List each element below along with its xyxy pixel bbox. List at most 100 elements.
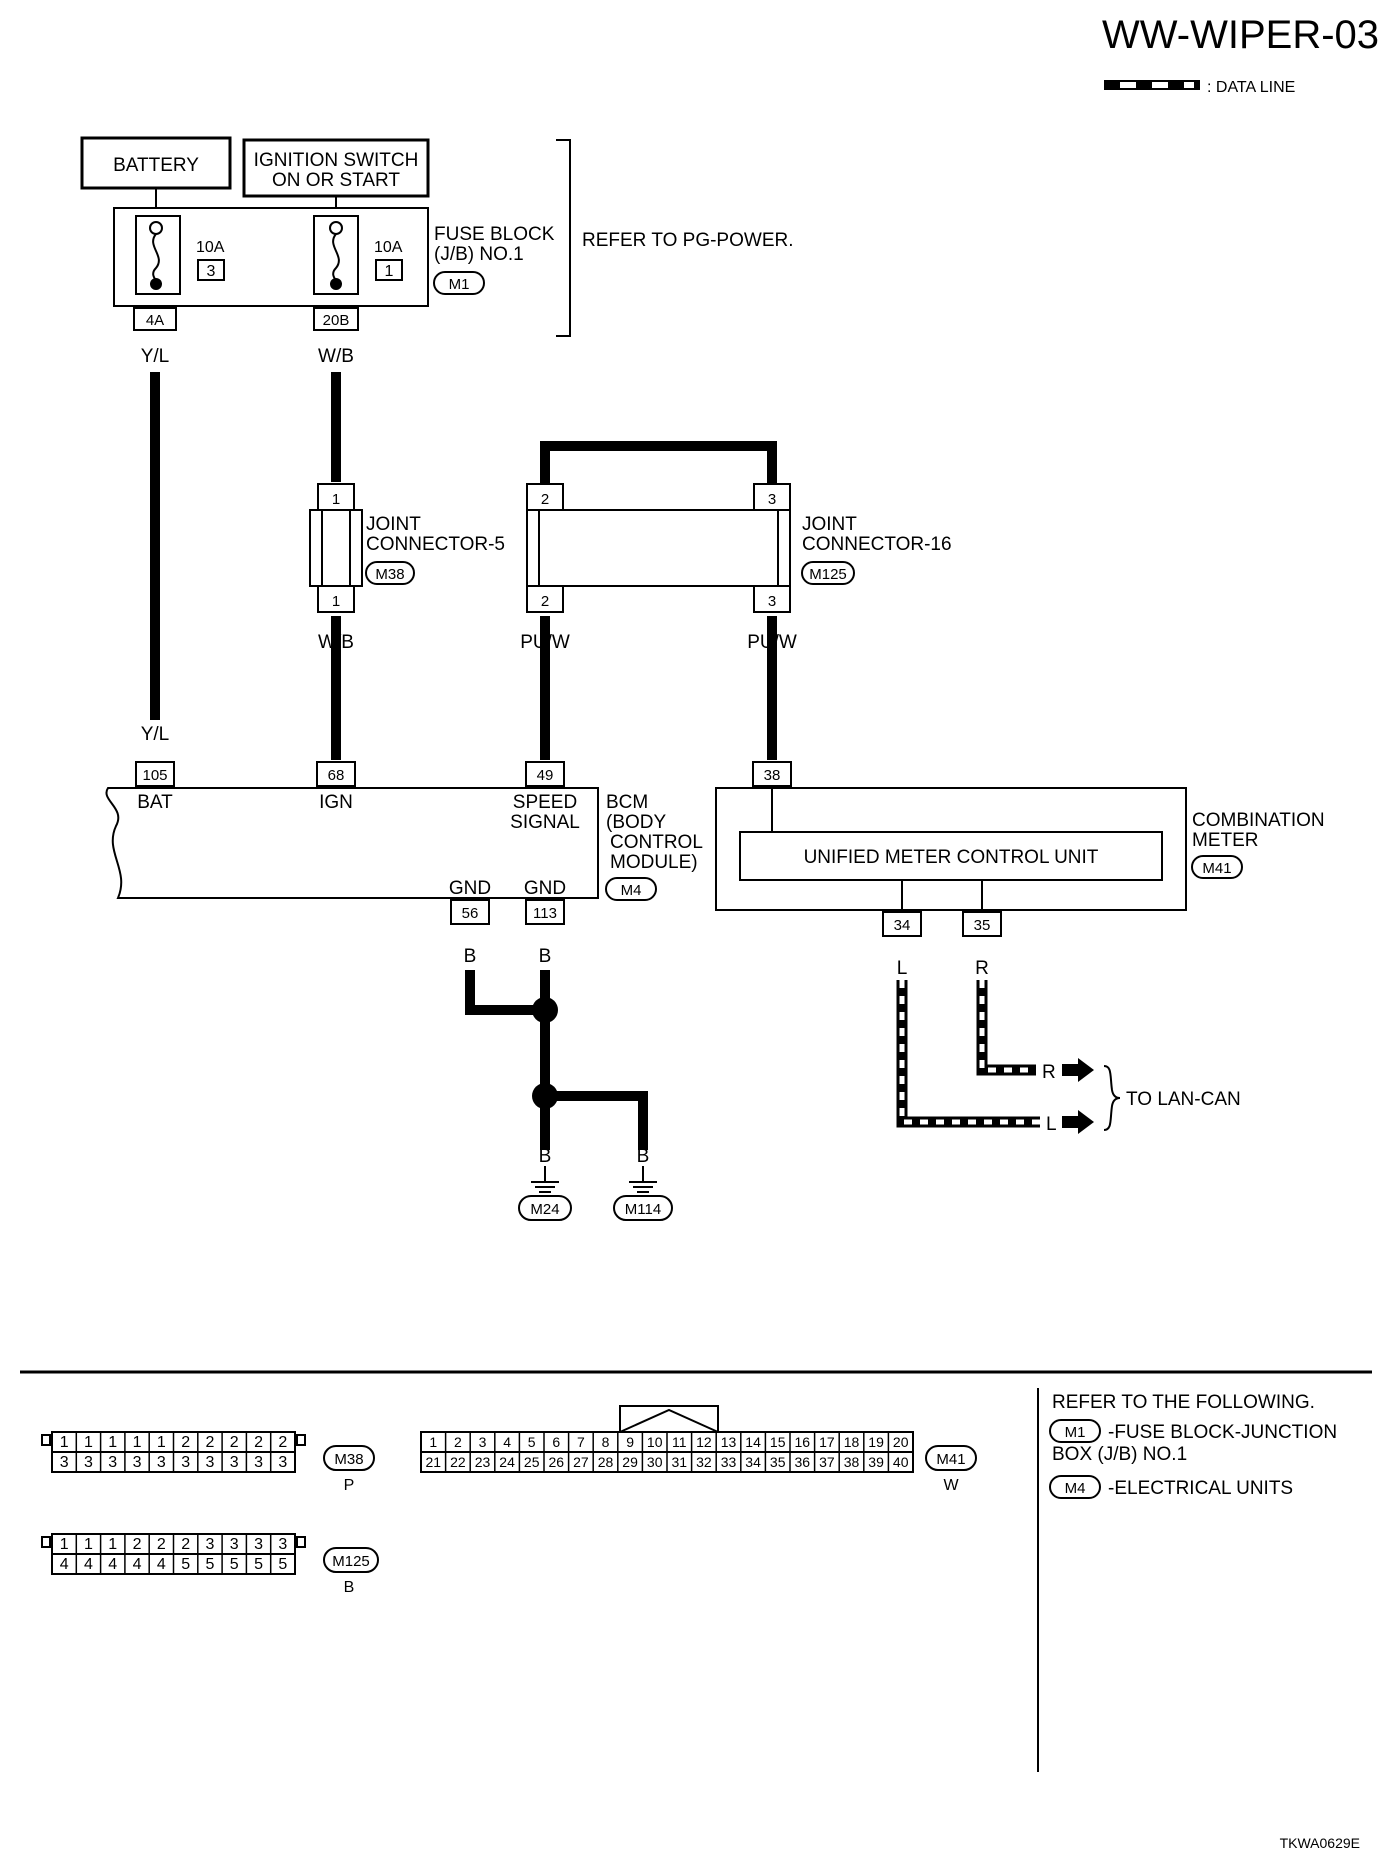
cv-m41-pin-top-8: 9 (626, 1434, 634, 1450)
fuse-block-label-1: FUSE BLOCK (434, 224, 555, 245)
footer-code: TKWA0629E (1280, 1835, 1360, 1851)
cv-m41-pin-bottom-3: 24 (499, 1454, 515, 1470)
connector-view-m38-color: P (344, 1477, 355, 1494)
can-r-arrow-label: R (1042, 1062, 1056, 1083)
unified-meter-control-unit (739, 831, 1163, 881)
connector-view-m38-id: M38 (334, 1451, 363, 1468)
cv-m41-pin-top-5: 6 (552, 1434, 560, 1450)
cv-m41-pin-top-14: 15 (770, 1434, 786, 1450)
refer-m1-connector: M1 (1065, 1424, 1086, 1441)
ground-m114: M114 (625, 1201, 661, 1218)
cv-m38-pin-bottom-6: 3 (205, 1454, 214, 1471)
data-line-legend: : DATA LINE (1104, 79, 1295, 96)
cv-m38-pin-bottom-2: 3 (108, 1454, 117, 1471)
wire-r-label: R (975, 958, 989, 979)
cv-m41-pin-top-19: 20 (893, 1434, 909, 1450)
bcm-label-4: MODULE) (610, 852, 698, 873)
cv-m41-pin-top-10: 11 (672, 1434, 687, 1450)
joint5-connector: M38 (375, 566, 404, 583)
wire-pu-w-1-label: PU/W (520, 632, 570, 653)
cv-m125-pin-bottom-1: 4 (84, 1556, 93, 1573)
meter-pin-34: 34 (894, 917, 911, 934)
bcm-term-signal: SIGNAL (510, 812, 580, 833)
ignition-label-2: ON OR START (272, 170, 400, 191)
cv-m38-pin-bottom-9: 3 (278, 1454, 287, 1471)
cv-m125-pin-top-4: 2 (157, 1536, 166, 1553)
fuse-1 (313, 215, 359, 295)
data-line-legend-label: : DATA LINE (1207, 79, 1295, 96)
cv-m38-pin-top-2: 1 (108, 1434, 117, 1451)
bcm-gnd-2-label: GND (524, 878, 566, 899)
refer-pg-power: REFER TO PG-POWER. (582, 230, 794, 251)
wire-b-m114: B (637, 1146, 650, 1167)
bcm-connector: M4 (621, 882, 642, 899)
cv-m125-pin-bottom-9: 5 (278, 1556, 287, 1573)
cv-m41-pin-bottom-9: 30 (647, 1454, 663, 1470)
bcm-label-2: (BODY (606, 812, 667, 833)
joint16-pin-top-2: 2 (541, 491, 549, 508)
wire-b-gnd-1: B (464, 946, 477, 967)
cv-m41-pin-top-0: 1 (429, 1434, 437, 1450)
cv-m41-pin-bottom-17: 38 (844, 1454, 860, 1470)
connector-view-m41-color: W (943, 1477, 959, 1494)
joint16-pin-bottom-3: 3 (768, 593, 776, 610)
cv-m41-pin-bottom-2: 23 (475, 1454, 491, 1470)
cv-m41-pin-top-3: 4 (503, 1434, 511, 1450)
cv-m41-pin-top-4: 5 (528, 1434, 536, 1450)
joint16-label-2: CONNECTOR-16 (802, 534, 952, 555)
wire-y-l-top: Y/L (141, 346, 170, 367)
can-l-arrow-label: L (1046, 1114, 1057, 1135)
wire-b-m24: B (539, 1146, 552, 1167)
can-line-l (896, 980, 1040, 1128)
bcm-pin-113: 113 (533, 905, 557, 922)
cv-m125-pin-bottom-4: 4 (157, 1556, 166, 1573)
joint16-pin-bottom-2: 2 (541, 593, 549, 610)
fuse-block-label-2: (J/B) NO.1 (434, 244, 524, 265)
cv-m38-pin-top-4: 1 (157, 1434, 166, 1451)
bcm-term-bat: BAT (137, 792, 173, 813)
bcm-pin-68: 68 (328, 767, 345, 784)
meter-label-2: METER (1192, 830, 1259, 851)
cv-m125-pin-bottom-0: 4 (60, 1556, 69, 1573)
refer-m4-line1: -ELECTRICAL UNITS (1108, 1478, 1293, 1499)
bcm-label-1: BCM (606, 792, 648, 813)
cv-m125-pin-bottom-7: 5 (230, 1556, 239, 1573)
cv-m38-pin-bottom-3: 3 (133, 1454, 142, 1471)
cv-m38-pin-top-9: 2 (278, 1434, 287, 1451)
can-l-arrow (1062, 1110, 1094, 1134)
wire-pu-w-2-label: PU/W (747, 632, 797, 653)
refer-m4-connector: M4 (1065, 1480, 1086, 1497)
joint5-label-1: JOINT (366, 514, 421, 535)
ignition-switch-box (242, 138, 430, 198)
cv-m41-pin-bottom-7: 28 (598, 1454, 614, 1470)
wire-l-label: L (897, 958, 908, 979)
cv-m38-pin-top-3: 1 (133, 1434, 142, 1451)
to-lan-can: TO LAN-CAN (1126, 1089, 1241, 1110)
cv-m41-pin-top-15: 16 (795, 1434, 811, 1450)
cv-m41-pin-bottom-10: 31 (672, 1454, 688, 1470)
ground-m24: M24 (530, 1201, 559, 1218)
cv-m41-pin-bottom-16: 37 (819, 1454, 835, 1470)
cv-m41-pin-top-13: 14 (745, 1434, 761, 1450)
cv-m41-pin-top-12: 13 (721, 1434, 737, 1450)
page-title: WW-WIPER-03 (1102, 13, 1379, 57)
cv-m38-pin-bottom-1: 3 (84, 1454, 93, 1471)
cv-m41-pin-bottom-15: 36 (795, 1454, 811, 1470)
cv-m41-pin-bottom-19: 40 (893, 1454, 909, 1470)
cv-m41-pin-top-2: 3 (479, 1434, 487, 1450)
can-line-r (976, 980, 1036, 1076)
joint5-pin-bottom: 1 (332, 593, 340, 610)
wire-y-l-bcm: Y/L (141, 724, 170, 745)
meter-pin-38: 38 (764, 767, 781, 784)
ground-symbol-m24 (531, 1166, 559, 1193)
cv-m41-pin-top-17: 18 (844, 1434, 860, 1450)
bcm-gnd-1-label: GND (449, 878, 491, 899)
cv-m41-pin-bottom-14: 35 (770, 1454, 786, 1470)
wire-w-b-mid: W/B (318, 632, 354, 653)
refer-m1-line1: -FUSE BLOCK-JUNCTION (1108, 1422, 1337, 1443)
cv-m125-pin-top-8: 3 (254, 1536, 263, 1553)
refer-heading: REFER TO THE FOLLOWING. (1052, 1392, 1315, 1413)
cv-m125-pin-top-6: 3 (205, 1536, 214, 1553)
cv-m41-pin-bottom-13: 34 (745, 1454, 761, 1470)
joint16-connector: M125 (809, 566, 847, 583)
